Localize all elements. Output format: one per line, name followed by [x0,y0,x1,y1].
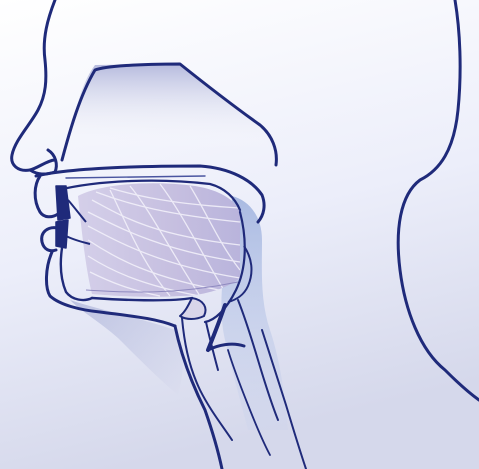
lower-incisor [56,220,68,248]
tongue [78,183,240,297]
